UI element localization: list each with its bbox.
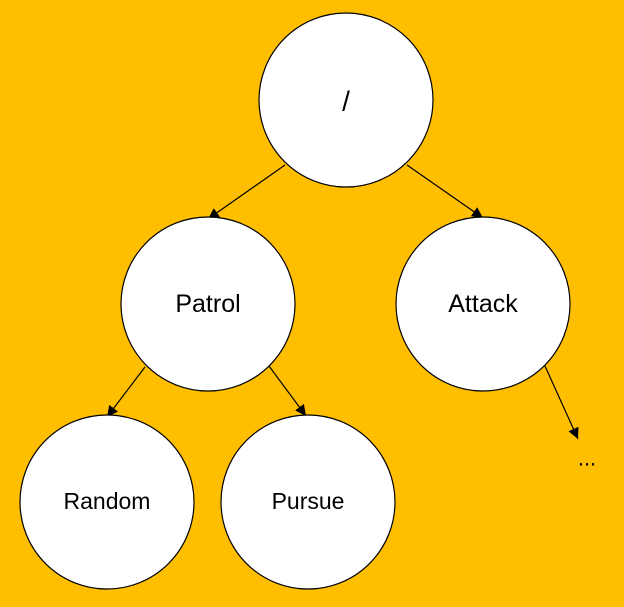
edge-patrol-to-random xyxy=(106,366,146,418)
node-random-label: Random xyxy=(64,488,151,514)
node-pursue-label: Pursue xyxy=(272,488,345,514)
node-patrol-label: Patrol xyxy=(175,290,240,318)
edge-attack-to-more xyxy=(544,365,579,440)
edge-patrol-to-pursue xyxy=(268,365,307,417)
node-attack-label: Attack xyxy=(448,290,518,318)
node-pursue: Pursue xyxy=(220,414,396,590)
edge-root-to-attack xyxy=(406,164,484,219)
node-root: / xyxy=(258,12,434,188)
node-root-label: / xyxy=(342,86,350,117)
node-random: Random xyxy=(19,414,195,590)
continuation-ellipsis: ... xyxy=(578,446,596,471)
node-attack: Attack xyxy=(395,216,571,392)
node-patrol: Patrol xyxy=(120,216,296,392)
edge-root-to-patrol xyxy=(207,164,286,220)
